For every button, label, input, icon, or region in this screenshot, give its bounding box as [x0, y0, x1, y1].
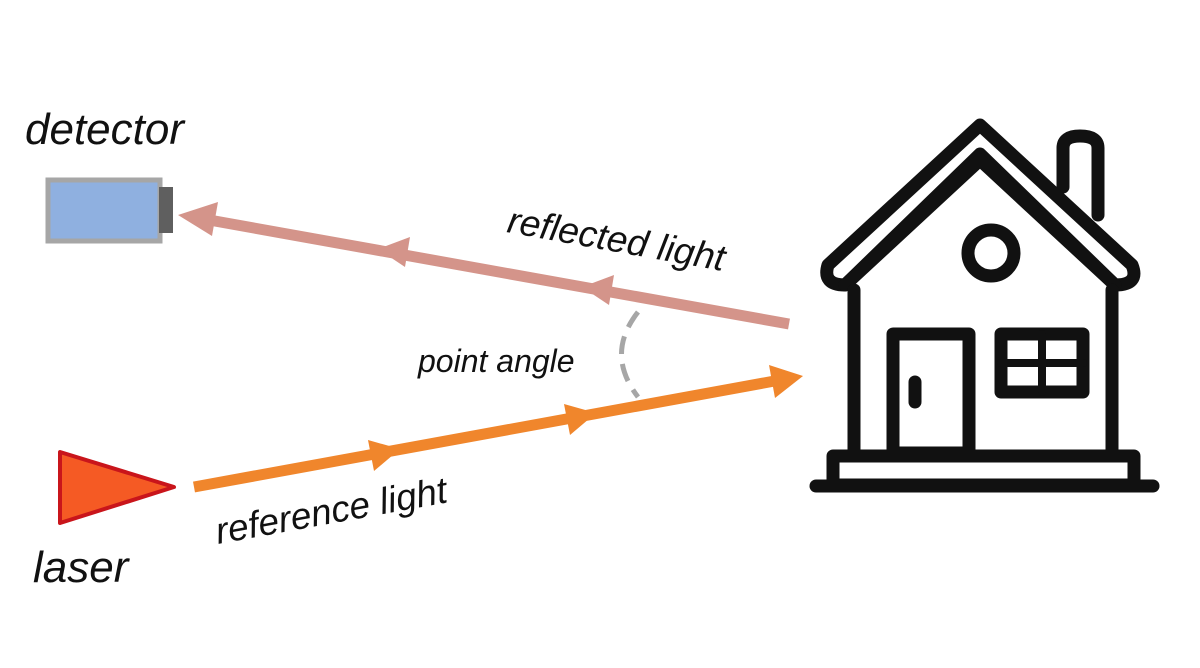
reflected-beam-arrowhead	[178, 202, 218, 236]
reference-beam-arrowhead	[769, 365, 803, 398]
reference-beam-midarrow-2	[564, 404, 596, 435]
house-icon	[809, 118, 1160, 493]
reflected-beam-midarrow-1	[378, 237, 410, 267]
point-angle-label: point angle	[417, 343, 575, 379]
house-chimney	[1056, 129, 1105, 222]
detector-cap	[159, 187, 173, 233]
reflected-light-beam	[178, 202, 790, 330]
laser-triangle	[58, 450, 176, 525]
reflected-beam-midarrow-2	[582, 275, 614, 305]
house-door	[886, 327, 976, 460]
house-roof-inner	[838, 153, 1122, 292]
reference-light-beam	[193, 365, 803, 493]
house-round-window	[961, 223, 1021, 283]
point-angle-arc	[619, 310, 640, 399]
detector-label: detector	[25, 105, 186, 154]
reference-beam-midarrow-1	[368, 440, 400, 471]
reflected-light-label: reflected light	[505, 200, 731, 280]
laser-icon	[58, 450, 176, 525]
reference-beam-line	[193, 374, 781, 493]
reflected-beam-line	[197, 212, 790, 330]
house-walls	[847, 283, 1119, 460]
laser-label: laser	[33, 543, 131, 592]
detector-body	[45, 177, 163, 244]
detector-icon	[45, 177, 173, 244]
